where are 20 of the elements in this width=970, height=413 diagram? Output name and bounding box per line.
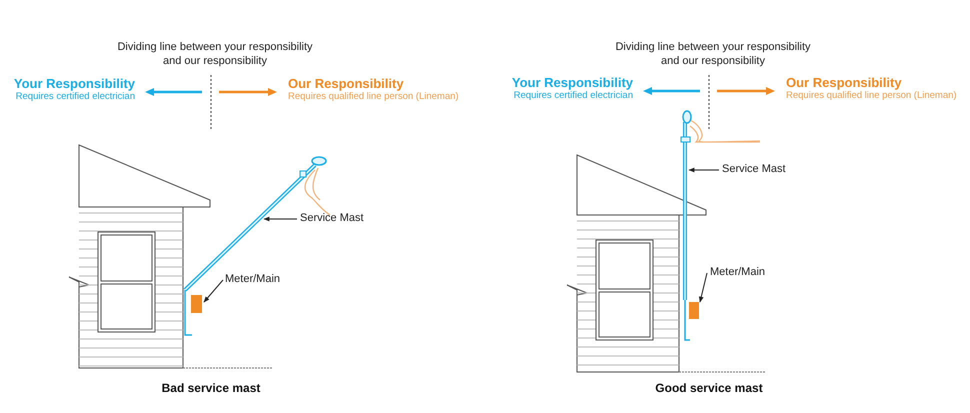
diagram-caption: Bad service mast [162,381,260,395]
responsibility-note: Requires certified electrician [514,90,633,101]
responsibility-heading: Our Responsibility [786,75,902,90]
dividing-line-note: Dividing line between your responsibility and our responsibility [116,40,314,68]
callout-text: Meter/Main [710,266,766,278]
diagram-caption: Good service mast [655,381,763,395]
leader-line [263,216,298,222]
responsibility-heading: Your Responsibility [14,76,135,91]
callout-text: Service Mast [300,212,364,224]
responsibility-note: Requires qualified line person (Lineman) [786,90,957,101]
leader-line [688,168,720,172]
leader-line [698,272,708,303]
callout-text: Service Mast [722,163,786,175]
dividing-line-note: Dividing line between your responsibility and our responsibility [614,40,812,68]
leader-line [204,280,224,302]
callout-text: Meter/Main [225,273,280,285]
responsibility-note: Requires qualified line person (Lineman) [288,91,459,102]
responsibility-heading: Our Responsibility [288,76,404,91]
responsibility-note: Requires certified electrician [16,91,135,102]
responsibility-heading: Your Responsibility [512,75,633,90]
